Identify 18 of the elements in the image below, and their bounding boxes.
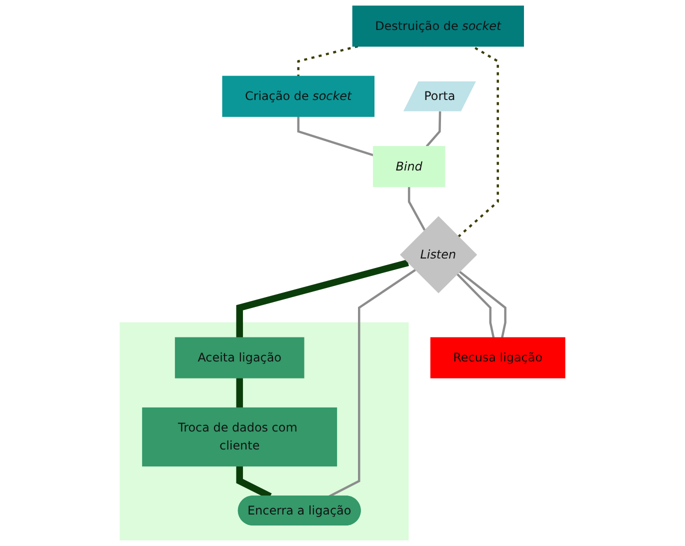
node-box: Recusa ligação: [430, 337, 566, 378]
connector: [458, 45, 499, 238]
connector: [408, 186, 426, 231]
node-box: Bind: [372, 146, 446, 188]
node-box: Troca de dados com cliente: [142, 407, 338, 466]
connector: [297, 45, 358, 76]
connector: [426, 111, 442, 148]
connector: [236, 259, 409, 338]
connector: [458, 270, 506, 338]
node-box: Aceita ligação: [174, 337, 304, 378]
cluster: [120, 322, 409, 540]
connector: [456, 273, 495, 338]
node-diamond: Listen: [400, 216, 478, 294]
node-box: Destruição de socket: [352, 6, 524, 47]
node-box: Criação de socket: [222, 76, 374, 117]
connector: [236, 378, 243, 408]
connector: [328, 269, 416, 498]
connector: [297, 116, 374, 156]
